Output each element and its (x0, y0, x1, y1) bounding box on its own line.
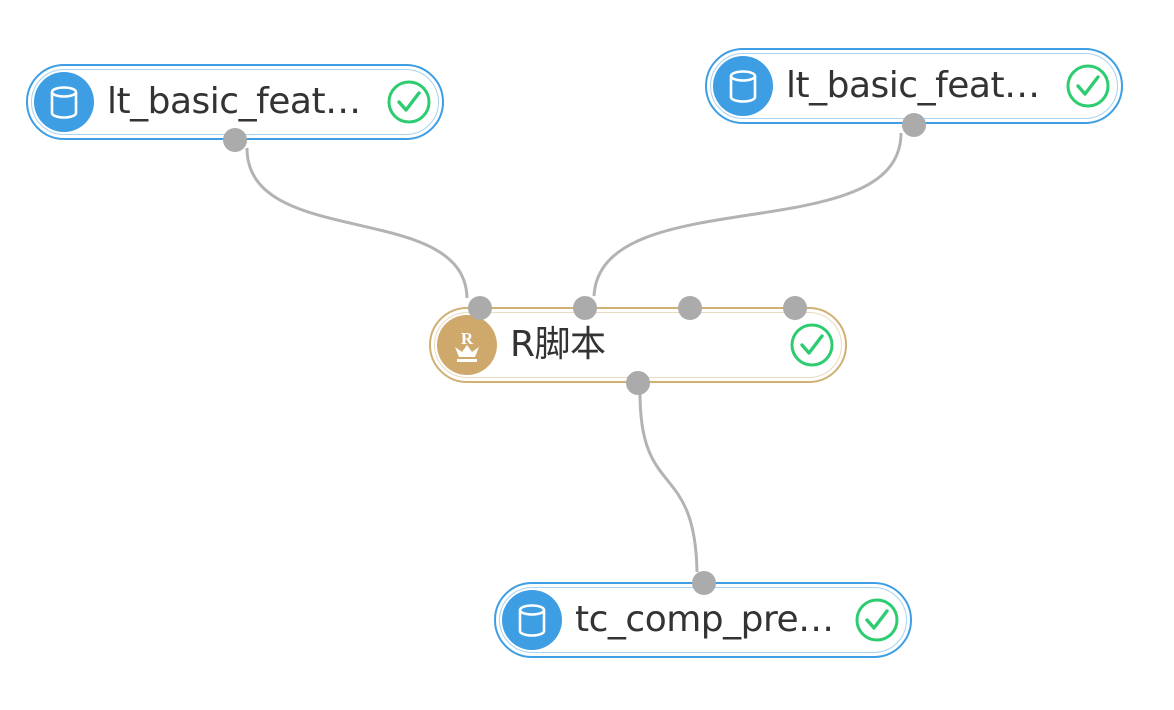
database-icon (34, 72, 94, 132)
input-port[interactable] (468, 296, 492, 320)
success-check-icon (790, 323, 834, 367)
output-port[interactable] (223, 128, 247, 152)
database-icon (502, 590, 562, 650)
output-port[interactable] (902, 113, 926, 137)
database-icon (713, 56, 773, 116)
edge-input-b-to-r-script[interactable] (592, 132, 903, 297)
success-check-icon (855, 598, 899, 642)
output-port[interactable] (626, 371, 650, 395)
input-port[interactable] (783, 296, 807, 320)
node-input-a[interactable]: lt_basic_feat… (26, 64, 444, 140)
edge-input-a-to-r-script[interactable] (245, 147, 469, 299)
node-label: lt_basic_feat… (786, 65, 1040, 106)
node-label: tc_comp_pre… (575, 599, 834, 640)
success-check-icon (387, 80, 431, 124)
node-label: lt_basic_feat… (107, 81, 361, 122)
input-port[interactable] (678, 296, 702, 320)
edge-r-script-to-output[interactable] (638, 392, 699, 573)
svg-text:R: R (461, 329, 474, 348)
node-label: R脚本 (510, 324, 606, 365)
success-check-icon (1066, 64, 1110, 108)
r-crown-icon: R (437, 315, 497, 375)
input-port[interactable] (692, 571, 716, 595)
input-port[interactable] (573, 296, 597, 320)
